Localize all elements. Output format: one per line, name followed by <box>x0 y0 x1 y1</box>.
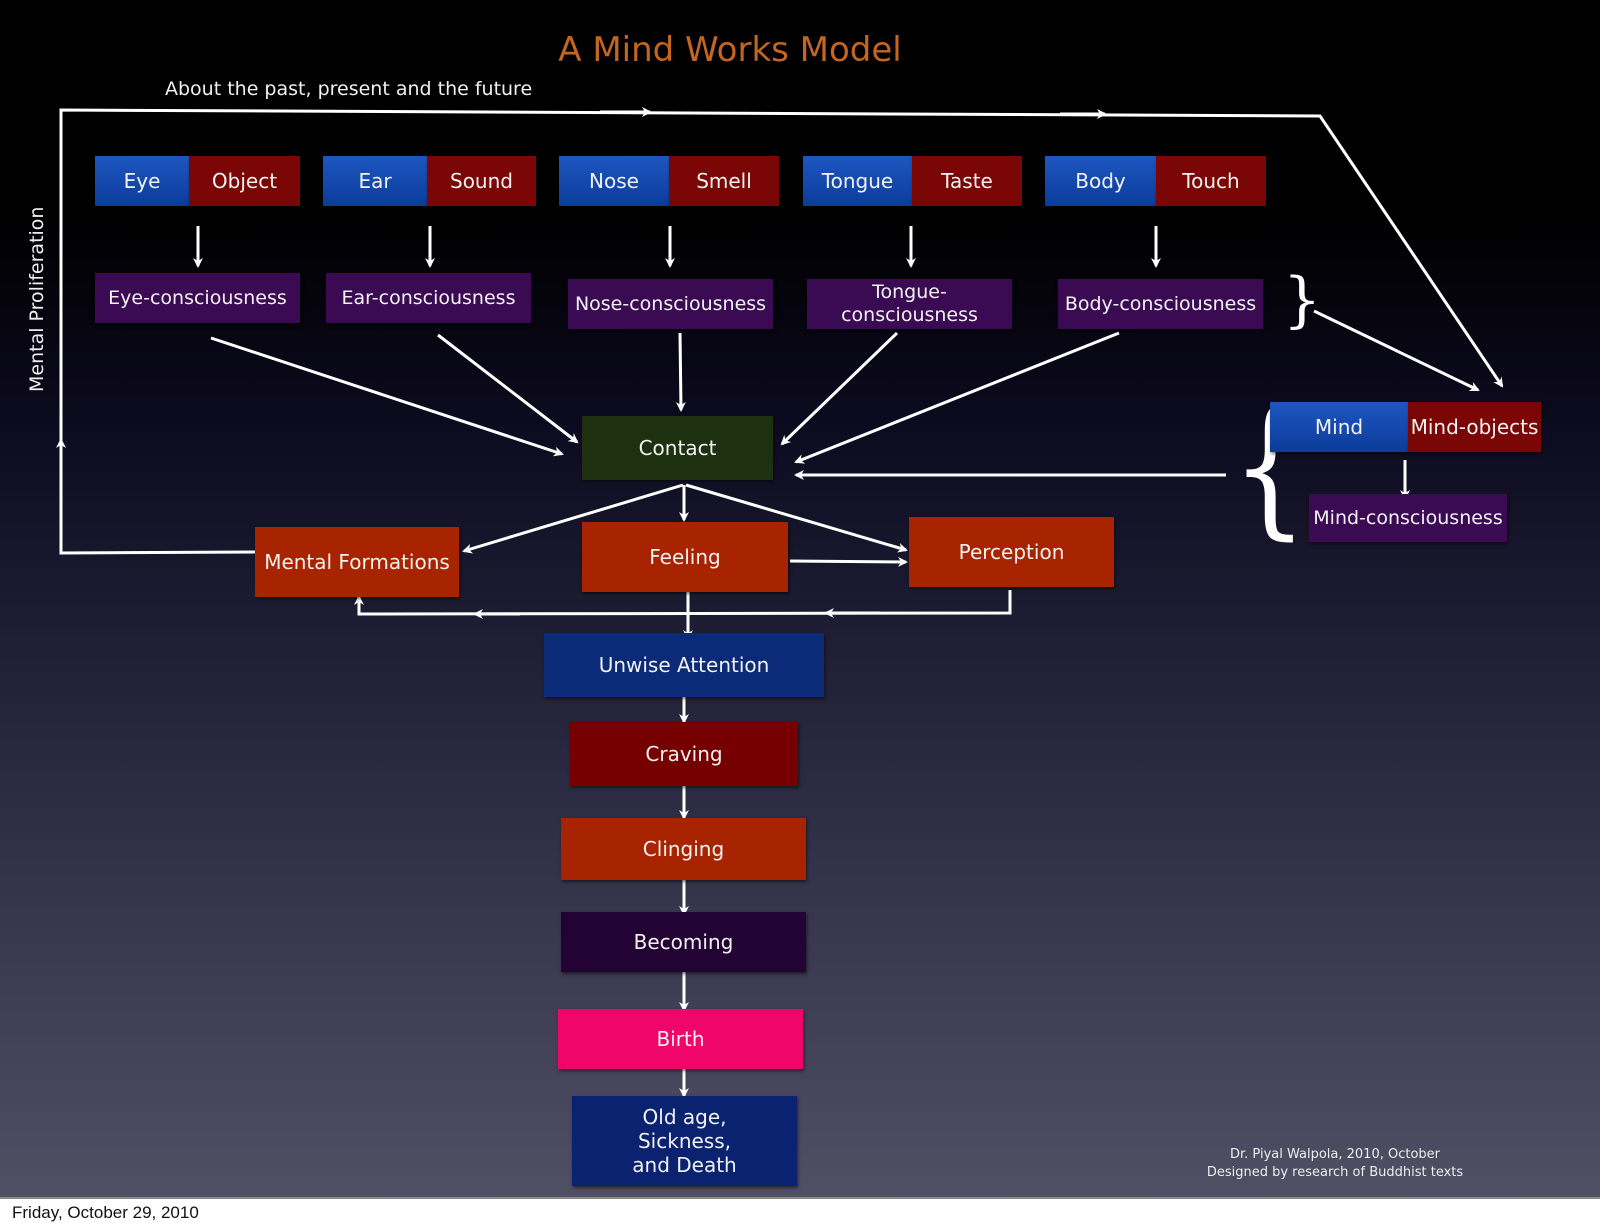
node-clinging: Clinging <box>561 818 806 880</box>
arrow-body-contact <box>794 331 1120 464</box>
arrows-layer <box>56 107 1504 1098</box>
top-flow-label: About the past, present and the future <box>165 78 533 100</box>
arrow-eye-contact <box>210 336 564 457</box>
object-smell: Smell <box>669 156 779 206</box>
slide: A Mind Works Model About the past, prese… <box>0 0 1600 1199</box>
object-object: Object <box>189 156 300 206</box>
credit: Dr. Piyal Walpola, 2010, October Designe… <box>1160 1146 1510 1181</box>
node-mental-formations: Mental Formations <box>255 527 459 597</box>
arrow-ear-contact <box>437 333 579 444</box>
arrow-tongue-contact <box>780 331 899 446</box>
tongue-consciousness: Tongue-consciousness <box>807 279 1012 329</box>
arrow-contact-mental-formations <box>462 483 684 554</box>
arrow-contact-perception <box>685 483 908 553</box>
object-sound: Sound <box>427 156 536 206</box>
ear-consciousness: Ear-consciousness <box>326 273 531 323</box>
node-perception: Perception <box>909 517 1114 587</box>
sense-ear: Ear <box>323 156 427 206</box>
body-consciousness: Body-consciousness <box>1058 279 1263 329</box>
side-flow-label: Mental Proliferation <box>26 206 48 392</box>
sense-body: Body <box>1045 156 1156 206</box>
footer-date: Friday, October 29, 2010 <box>12 1203 199 1222</box>
right-brace-icon: } <box>1283 265 1322 335</box>
arrow-feeling-perception <box>789 556 908 567</box>
node-feeling: Feeling <box>582 522 788 592</box>
node-craving: Craving <box>570 722 798 786</box>
feedback-line <box>354 590 1012 616</box>
object-taste: Taste <box>912 156 1022 206</box>
sense-tongue: Tongue <box>803 156 912 206</box>
mind-consciousness: Mind-consciousness <box>1309 494 1507 542</box>
node-birth: Birth <box>558 1009 803 1069</box>
object-mind-objects: Mind-objects <box>1408 402 1541 452</box>
sense-mind: Mind <box>1270 402 1408 452</box>
arrow-nose-contact <box>675 332 686 412</box>
credit-author: Dr. Piyal Walpola, 2010, October <box>1229 1147 1441 1162</box>
proliferation-loop-line <box>59 108 1504 555</box>
node-old-age-sickness-death: Old age, Sickness, and Death <box>572 1096 797 1186</box>
sense-eye: Eye <box>95 156 189 206</box>
nose-consciousness: Nose-consciousness <box>568 279 773 329</box>
eye-consciousness: Eye-consciousness <box>95 273 300 323</box>
sense-nose: Nose <box>559 156 669 206</box>
object-touch: Touch <box>1156 156 1266 206</box>
node-becoming: Becoming <box>561 912 806 972</box>
node-unwise-attention: Unwise Attention <box>544 633 824 697</box>
credit-note: Designed by research of Buddhist texts <box>1206 1164 1464 1180</box>
diagram-title: A Mind Works Model <box>558 30 902 70</box>
node-contact: Contact <box>582 416 773 480</box>
arrow-brace-mind <box>1313 309 1480 392</box>
